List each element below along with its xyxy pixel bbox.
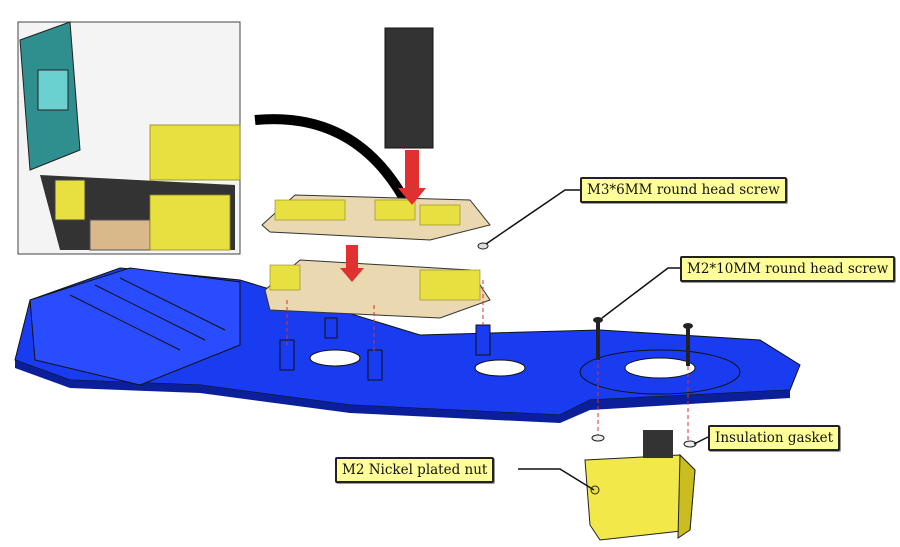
servo-motor [584,430,697,541]
callout-insulation-gasket: Insulation gasket [708,425,841,451]
inset-detail-view [17,21,420,255]
callout-nickel-nut: M2 Nickel plated nut [335,457,495,483]
chassis-plate [14,267,801,423]
callout-m3-screw: M3*6MM round head screw [580,177,787,203]
callout-m2-screw: M2*10MM round head screw [680,256,896,282]
screws [477,242,693,366]
callout-leaders [485,189,709,491]
controller-boards [261,27,689,440]
